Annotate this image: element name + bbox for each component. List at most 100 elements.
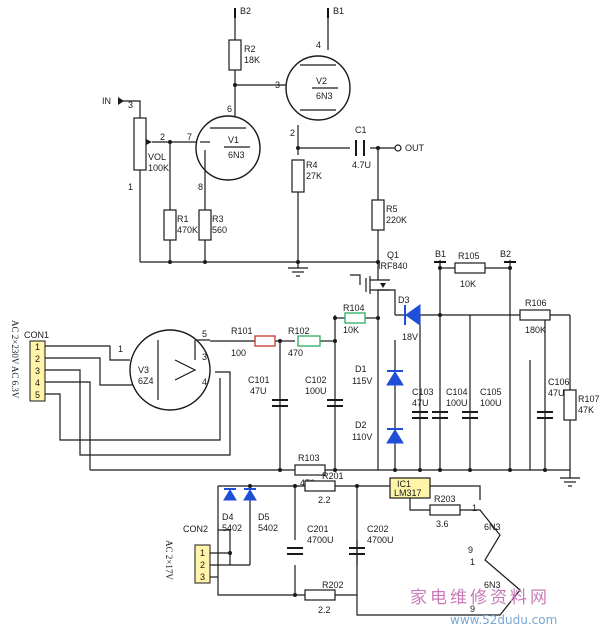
resistor-r106: R106 180K	[519, 298, 551, 335]
con1-pin-4: 4	[35, 378, 40, 388]
r203-value: 3.6	[436, 519, 449, 529]
heater-b-pin: 9	[470, 604, 475, 614]
c202-value: 4700U	[367, 535, 394, 545]
q1-name: Q1	[387, 250, 399, 260]
d5-value: 5402	[258, 523, 278, 533]
resistor-r4: R4 27K	[291, 159, 322, 193]
out-label: OUT	[405, 143, 425, 153]
output-terminal: OUT	[394, 143, 425, 153]
v1-name: V1	[228, 135, 239, 145]
resistor-r102: R102 470	[288, 326, 321, 358]
v1-type: 6N3	[228, 150, 245, 160]
zener-d1: D1 115V	[352, 364, 404, 386]
v2-pin-4: 4	[316, 40, 321, 50]
c1-value: 4.7U	[352, 160, 371, 170]
r104-name: R104	[343, 303, 365, 313]
heater-b-pin2: 1	[470, 557, 475, 567]
r1-value: 470K	[177, 225, 198, 235]
v2-pin-2: 2	[290, 128, 295, 138]
ic1-type: LM317	[394, 488, 422, 498]
pot-pin-2: 2	[160, 132, 165, 142]
v3-type: 6Z4	[138, 376, 154, 386]
diode-d5: D5 5402	[243, 488, 278, 533]
diode-d4: D4 5402	[222, 488, 242, 533]
d5-name: D5	[258, 512, 270, 522]
con2-pin-3: 3	[200, 572, 205, 582]
tube-v1: V1 6N3 6 7 8	[187, 104, 261, 192]
ground-symbol	[560, 470, 580, 487]
c102-name: C102	[305, 375, 327, 385]
heater-b-tube: 6N3	[484, 580, 501, 590]
zener-d2: D2 110V	[352, 420, 404, 444]
d2-value: 110V	[352, 432, 372, 442]
watermark: 家电维修资料网 www.52dudu.com	[410, 588, 557, 627]
c101-name: C101	[248, 375, 270, 385]
r3-name: R3	[212, 214, 224, 224]
junction-dots	[168, 83, 547, 597]
r102-name: R102	[288, 326, 310, 336]
mosfet-q1: Q1 IRF840	[365, 250, 408, 294]
capacitor-c103: C103 47U	[412, 387, 434, 419]
resistor-r201: R201 2.2	[304, 471, 344, 505]
r202-name: R202	[322, 580, 344, 590]
capacitor-c201: C201 4700U	[287, 524, 334, 555]
capacitor-c202: C202 4700U	[349, 524, 394, 555]
d4-value: 5402	[222, 523, 242, 533]
r201-name: R201	[322, 471, 344, 481]
resistor-r203: R203 3.6	[429, 494, 461, 529]
d2-name: D2	[355, 420, 367, 430]
r107-name: R107	[578, 394, 600, 404]
v3-name: V3	[138, 365, 149, 375]
b2-label: B2	[240, 6, 251, 16]
connector-con2: CON2 1 2 3 AC 2×17V	[164, 524, 211, 584]
con1-pin-3: 3	[35, 366, 40, 376]
r101-value: 100	[231, 348, 246, 358]
r106-value: 180K	[525, 325, 546, 335]
pot-pin-1: 1	[128, 182, 133, 192]
d1-value: 115V	[352, 376, 372, 386]
resistor-r3: R3 560	[198, 209, 227, 241]
pot-name: VOL	[148, 152, 166, 162]
c1-name: C1	[355, 125, 367, 135]
r4-value: 27K	[306, 171, 322, 181]
capacitor-c101: C101 47U	[248, 375, 288, 407]
in-label: IN	[102, 96, 111, 106]
watermark-url: www.52dudu.com	[450, 613, 557, 627]
v2-name: V2	[316, 76, 327, 86]
con2-pin-1: 1	[200, 548, 205, 558]
c102-value: 100U	[305, 386, 327, 396]
d4-name: D4	[222, 512, 234, 522]
c201-value: 4700U	[307, 535, 334, 545]
c103-value: 47U	[412, 398, 429, 408]
v1-pin-8: 8	[198, 182, 203, 192]
zener-d3: D3 18V	[398, 295, 421, 342]
r4-name: R4	[306, 160, 318, 170]
resistor-r5: R5 220K	[371, 199, 407, 231]
r103-name: R103	[298, 453, 320, 463]
b1-rail-label: B1	[435, 249, 446, 259]
r107-value: 47K	[578, 405, 594, 415]
resistor-r104: R104 10K	[343, 303, 366, 335]
c105-name: C105	[480, 387, 502, 397]
input-terminal: IN	[102, 96, 124, 106]
v3-pin-1: 1	[118, 344, 123, 354]
v1-pin-6: 6	[227, 104, 232, 114]
heater-labels: 1 6N3 9 1 6N3 9	[468, 503, 501, 614]
b2-terminal-top: B2	[234, 6, 251, 18]
c104-value: 100U	[446, 398, 468, 408]
v3-pin-4: 4	[202, 377, 207, 387]
heater-a-pin: 1	[472, 503, 477, 513]
v2-type: 6N3	[316, 91, 333, 101]
v1-pin-7: 7	[187, 132, 192, 142]
r5-name: R5	[386, 204, 398, 214]
con2-name: CON2	[183, 524, 208, 534]
r101-name: R101	[231, 326, 253, 336]
connector-con1: CON1 1 2 3 4 5 AC 2×230V AC 6.3V	[10, 320, 49, 402]
r203-name: R203	[434, 494, 456, 504]
volume-pot: VOL 100K 3 2 1	[128, 100, 169, 192]
con1-pin-2: 2	[35, 354, 40, 364]
capacitor-c105: C105 100U	[462, 387, 502, 419]
r201-value: 2.2	[318, 495, 331, 505]
r2-value: 18K	[244, 55, 260, 65]
